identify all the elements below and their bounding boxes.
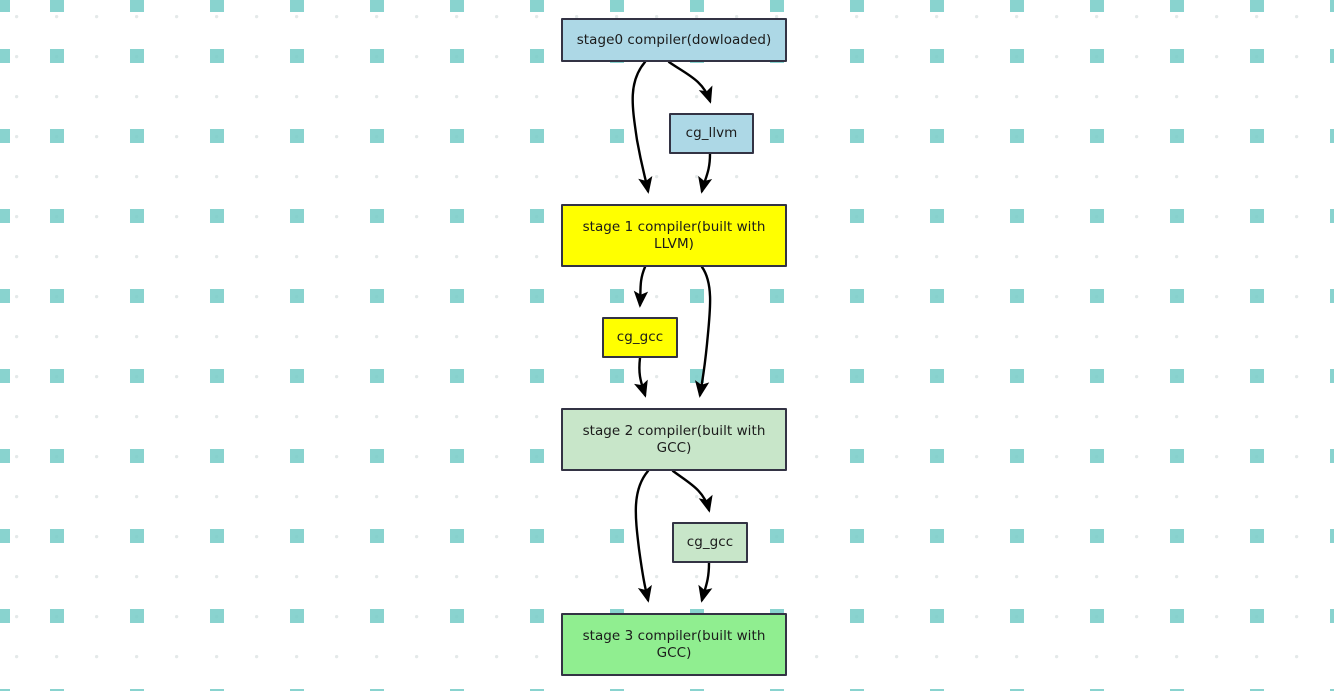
node-cg-gcc-stage1-label: cg_gcc: [616, 329, 664, 345]
edge-stage0-to-stage1: [631, 60, 653, 194]
edge-stage2-to-stage3: [634, 469, 652, 603]
edge-stage1-to-stage2: [695, 265, 712, 398]
node-stage2[interactable]: stage 2 compiler(built with GCC): [561, 408, 787, 471]
node-cg-gcc-stage2[interactable]: cg_gcc: [672, 522, 748, 563]
node-stage1-label: stage 1 compiler(built with LLVM): [582, 218, 766, 252]
node-cg-llvm-label: cg_llvm: [685, 125, 738, 141]
node-stage0[interactable]: stage0 compiler(dowloaded): [561, 18, 787, 62]
edge-stage2-to-cg_gcc_2: [671, 469, 713, 513]
edge-stage0-to-cg_llvm: [667, 60, 713, 104]
node-stage2-label: stage 2 compiler(built with GCC): [582, 422, 766, 456]
node-stage0-label: stage0 compiler(dowloaded): [576, 31, 772, 48]
edge-cg_gcc_2-to-stage3: [698, 561, 713, 603]
edge-cg_gcc_1-to-stage2: [634, 356, 648, 398]
node-cg-gcc-stage2-label: cg_gcc: [686, 534, 734, 550]
node-cg-llvm[interactable]: cg_llvm: [669, 113, 754, 154]
node-stage3[interactable]: stage 3 compiler(built with GCC): [561, 613, 787, 676]
edge-stage1-to-cg_gcc_1: [633, 265, 649, 308]
node-stage1[interactable]: stage 1 compiler(built with LLVM): [561, 204, 787, 267]
node-cg-gcc-stage1[interactable]: cg_gcc: [602, 317, 678, 358]
edge-cg_llvm-to-stage1: [698, 152, 713, 194]
node-stage3-label: stage 3 compiler(built with GCC): [582, 627, 766, 661]
